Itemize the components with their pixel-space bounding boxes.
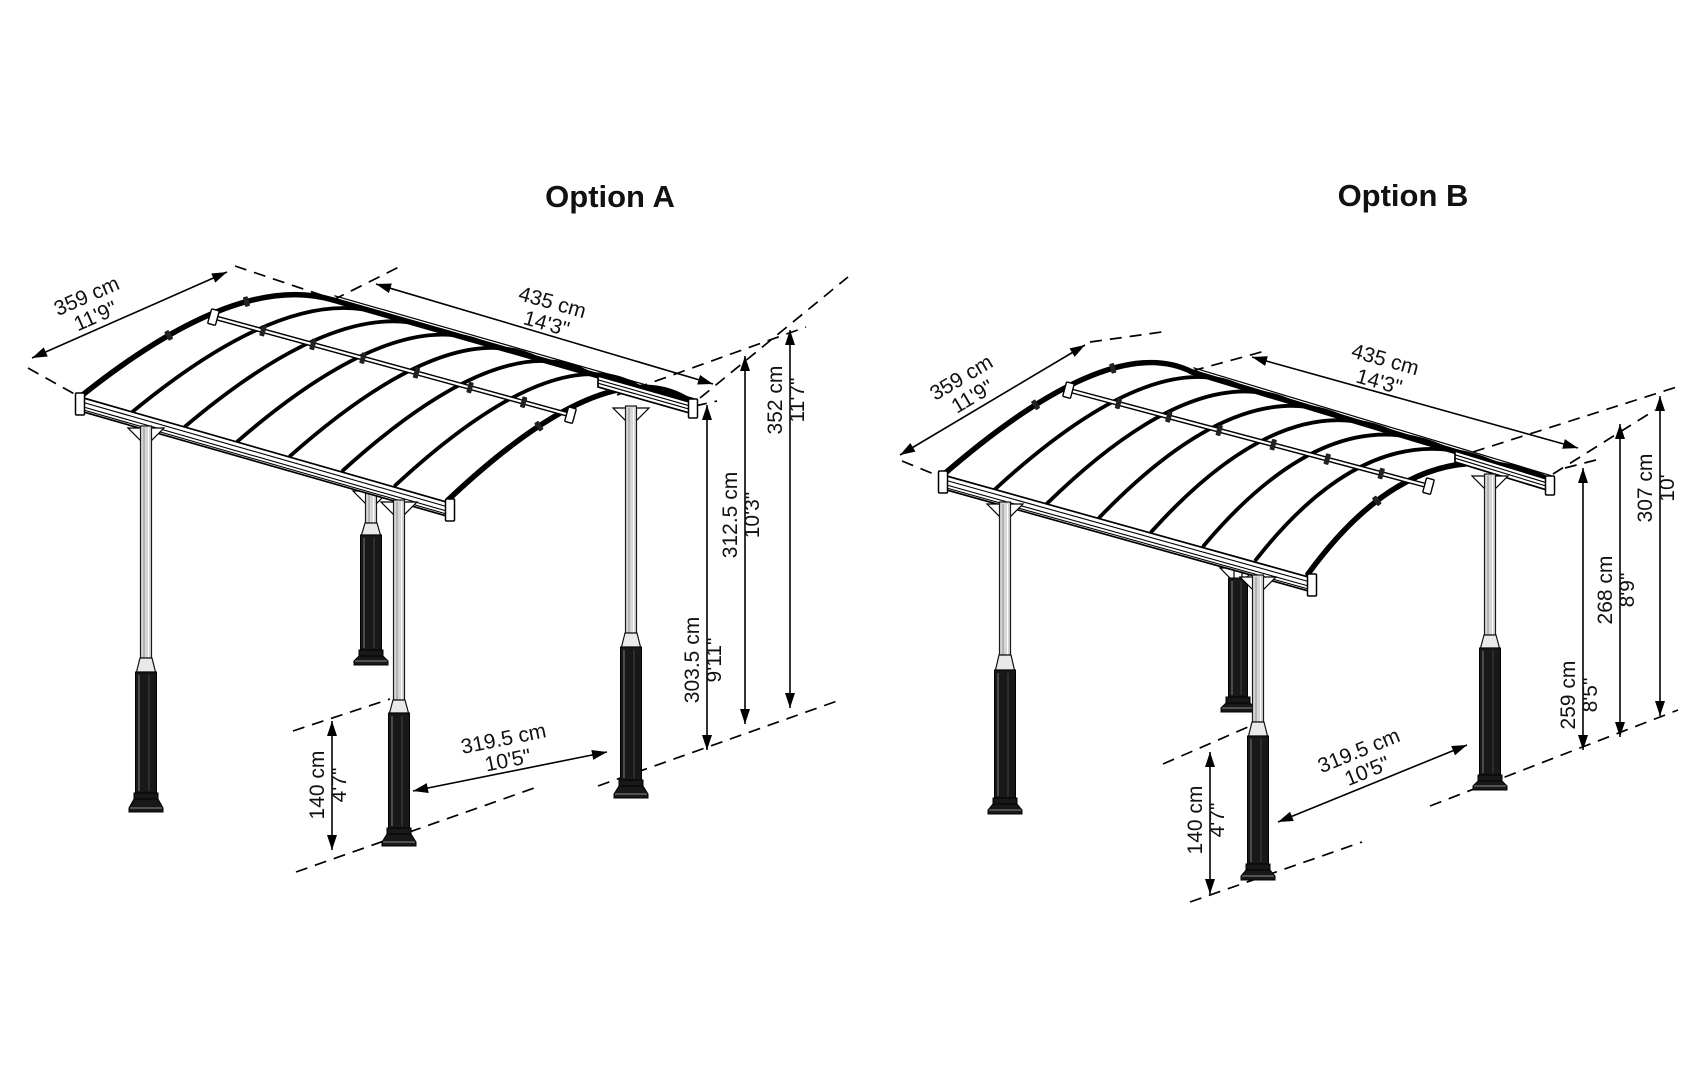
- dim-b-clearance-height: 259 cm 8'5": [1557, 661, 1602, 730]
- dim-b-clearance-height-imperial: 8'5": [1579, 678, 1602, 713]
- rear-gutter-end: [1454, 449, 1556, 496]
- dim-a-peak-height: 352 cm 11'7": [764, 366, 809, 435]
- dim-b-roof-depth: 359 cm 11'9": [926, 351, 998, 419]
- back-post: [1218, 567, 1258, 713]
- dim-a-clearance-height: 303.5 cm 9'11": [681, 617, 726, 703]
- dim-b-roof-length: 435 cm 14'3": [1349, 340, 1422, 400]
- dimension-arrows: [899, 344, 1665, 894]
- option-b-drawing: [899, 331, 1681, 903]
- dim-a-roof-length: 435 cm 14'3": [516, 282, 589, 341]
- dim-a-edge-height: 312.5 cm 10'3": [719, 472, 764, 558]
- dim-b-post-base-height: 140 cm 4'7": [1184, 786, 1229, 855]
- dim-b-edge-height-cm: 268 cm: [1594, 556, 1617, 625]
- dim-a-roof-depth: 359 cm 11'9": [51, 272, 123, 336]
- option-a-title: Option A: [545, 179, 675, 214]
- dim-a-post-base-height-imperial: 4'7": [328, 768, 351, 803]
- arched-roof: [940, 359, 1553, 577]
- option-a-drawing: [27, 264, 849, 873]
- dim-b-peak-height-cm: 307 cm: [1634, 454, 1657, 523]
- front-posts: [126, 405, 651, 847]
- dim-b-peak-height: 307 cm 10': [1634, 454, 1679, 523]
- dim-a-post-base-height: 140 cm 4'7": [306, 751, 351, 820]
- dim-a-edge-height-cm: 312.5 cm: [719, 472, 742, 558]
- dim-b-edge-height-imperial: 8'9": [1616, 573, 1639, 608]
- dim-a-edge-height-imperial: 10'3": [741, 492, 764, 539]
- construction-dashed-lines: [901, 331, 1681, 903]
- dim-a-post-base-height-cm: 140 cm: [306, 751, 329, 820]
- front-posts: [985, 473, 1510, 881]
- option-b-title: Option B: [1338, 178, 1469, 213]
- dim-b-edge-height: 268 cm 8'9": [1594, 556, 1639, 625]
- dimension-arrows: [31, 271, 795, 850]
- dim-b-peak-height-imperial: 10': [1656, 474, 1679, 501]
- dim-a-peak-height-cm: 352 cm: [764, 366, 787, 435]
- dim-a-clearance-height-cm: 303.5 cm: [681, 617, 704, 703]
- dim-b-post-base-height-imperial: 4'7": [1206, 803, 1229, 838]
- dim-a-post-spacing: 319.5 cm 10'5": [459, 719, 548, 776]
- rear-gutter-end: [597, 374, 699, 419]
- arched-roof: [77, 291, 696, 503]
- front-gutter-beam: [74, 392, 456, 522]
- dim-a-peak-height-imperial: 11'7": [786, 378, 809, 423]
- dim-a-clearance-height-imperial: 9'11": [703, 638, 726, 683]
- front-gutter-beam: [937, 470, 1318, 597]
- dim-b-post-base-height-cm: 140 cm: [1184, 786, 1207, 855]
- dim-b-clearance-height-cm: 259 cm: [1557, 661, 1580, 730]
- back-post: [351, 488, 391, 666]
